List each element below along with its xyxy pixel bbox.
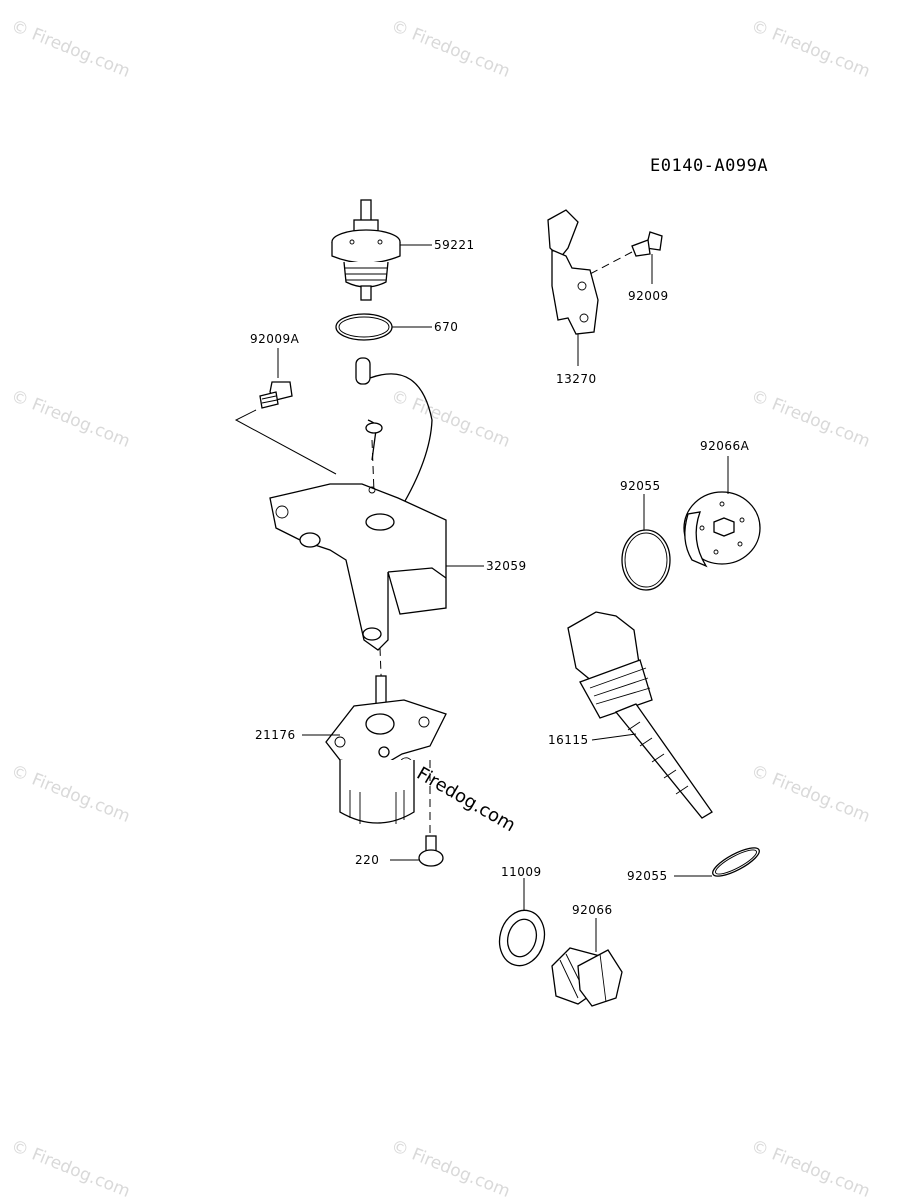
part-92066[interactable] xyxy=(551,947,623,1007)
part-21176[interactable] xyxy=(325,675,447,824)
watermark: © Firedog.com xyxy=(748,386,873,452)
watermark: © Firedog.com xyxy=(388,386,513,452)
label-92055-upper: 92055 xyxy=(620,479,661,493)
label-670: 670 xyxy=(434,320,458,334)
part-11009[interactable] xyxy=(494,905,551,970)
watermark: © Firedog.com xyxy=(8,761,133,827)
label-59221: 59221 xyxy=(434,238,475,252)
watermark: © Firedog.com xyxy=(8,386,133,452)
label-220: 220 xyxy=(355,853,379,867)
label-92055-lower: 92055 xyxy=(627,869,668,883)
watermark: © Firedog.com xyxy=(748,761,873,827)
part-92066A[interactable] xyxy=(683,491,761,568)
label-32059: 32059 xyxy=(486,559,527,573)
part-92009[interactable] xyxy=(589,231,663,275)
label-11009: 11009 xyxy=(501,865,542,879)
label-21176: 21176 xyxy=(255,728,296,742)
part-220[interactable] xyxy=(418,760,444,867)
watermark: © Firedog.com xyxy=(748,1136,873,1200)
watermark: © Firedog.com xyxy=(388,1136,513,1200)
part-32059[interactable] xyxy=(269,483,447,651)
watermark: © Firedog.com xyxy=(748,16,873,82)
label-92009A: 92009A xyxy=(250,332,300,346)
label-92009: 92009 xyxy=(628,289,669,303)
label-92066: 92066 xyxy=(572,903,613,917)
part-92055-upper[interactable] xyxy=(621,529,671,591)
label-16115: 16115 xyxy=(548,733,589,747)
watermark: © Firedog.com xyxy=(388,16,513,82)
diagram-code: E0140-A099A xyxy=(650,156,768,176)
part-92009A[interactable] xyxy=(259,381,293,409)
part-13270[interactable] xyxy=(547,209,599,335)
watermark: © Firedog.com xyxy=(8,16,133,82)
part-92055-lower[interactable] xyxy=(709,843,762,882)
part-670[interactable] xyxy=(335,313,393,341)
label-13270: 13270 xyxy=(556,372,597,386)
part-16115[interactable] xyxy=(567,611,713,819)
part-59221[interactable] xyxy=(331,199,401,301)
label-92066A: 92066A xyxy=(700,439,750,453)
watermark: © Firedog.com xyxy=(8,1136,133,1200)
